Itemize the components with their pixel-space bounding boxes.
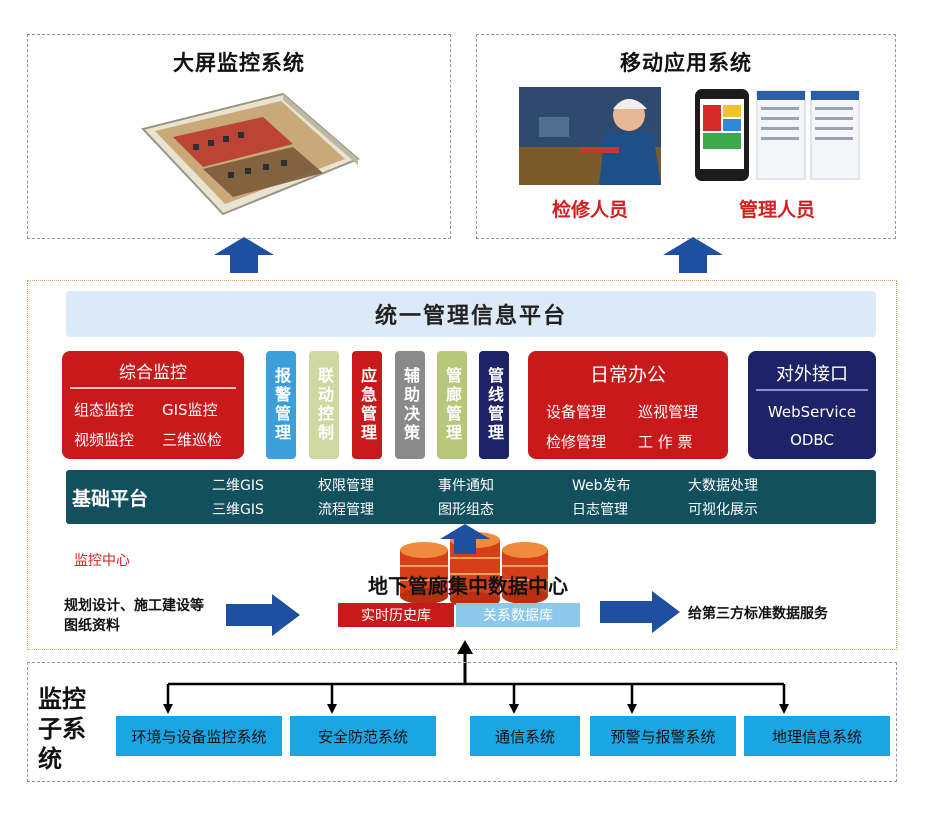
column-alarm-management: 报警管理 <box>266 351 296 459</box>
platform-title: 统一管理信息平台 <box>374 304 567 329</box>
subsystems-panel <box>27 662 897 782</box>
mobile-app-title: 移动应用系统 <box>620 51 752 75</box>
subsystem-security: 安全防范系统 <box>290 716 436 756</box>
external-interface-title: 对外接口 <box>776 364 848 385</box>
base-item-2d-gis: 二维GIS <box>212 478 264 494</box>
up-arrow-data-center <box>440 524 490 554</box>
maintenance-worker-photo <box>519 87 661 185</box>
monitoring-center-label: 监控中心 <box>74 553 130 569</box>
base-item-workflow: 流程管理 <box>318 502 374 518</box>
divider <box>756 389 868 391</box>
subsystem-geographic-info: 地理信息系统 <box>744 716 890 756</box>
third-party-data-service-label: 给第三方标准数据服务 <box>688 606 828 622</box>
monitor-item-config: 组态监控 <box>74 401 135 419</box>
caption-management-staff: 管理人员 <box>738 199 815 221</box>
big-screen-title: 大屏监控系统 <box>173 51 305 75</box>
subsystem-connector-lines <box>163 640 789 714</box>
subsystems-title: 监控子系统 <box>38 685 86 773</box>
data-center-title: 地下管廊集中数据中心 <box>368 574 568 598</box>
big-screen-panel: 大屏监控系统 <box>27 34 451 239</box>
realtime-history-db-tag: 实时历史库 <box>338 603 454 627</box>
external-interface-box: 对外接口 WebService ODBC <box>748 351 876 459</box>
base-item-web-publish: Web发布 <box>572 478 631 494</box>
base-item-big-data: 大数据处理 <box>688 478 758 494</box>
interface-item-odbc: ODBC <box>790 431 834 449</box>
up-arrow-left <box>214 237 274 273</box>
base-item-log-management: 日志管理 <box>572 502 628 518</box>
monitor-item-3d: 三维巡检 <box>162 431 223 449</box>
right-arrow-output <box>600 591 680 633</box>
subsystem-environment-equipment: 环境与设备监控系统 <box>116 716 282 756</box>
interface-item-webservice: WebService <box>767 403 857 421</box>
monitor-item-video: 视频监控 <box>74 431 135 449</box>
base-platform-bar: 基础平台 二维GIS 三维GIS 权限管理 流程管理 事件通知 图形组态 Web… <box>66 470 876 524</box>
control-room-illustration <box>141 92 360 216</box>
platform-title-banner: 统一管理信息平台 <box>66 291 876 337</box>
office-item-patrol: 巡视管理 <box>638 403 699 421</box>
subsystem-warning-alarm: 预警与报警系统 <box>590 716 736 756</box>
up-arrow-right <box>663 237 723 273</box>
base-platform-title: 基础平台 <box>72 488 149 510</box>
base-item-visualization: 可视化展示 <box>688 502 758 518</box>
right-arrow-input <box>226 594 300 636</box>
office-item-equipment: 设备管理 <box>546 403 607 421</box>
mobile-app-panel: 移动应用系统 检修人员 管理人员 <box>476 34 896 239</box>
column-linkage-control: 联动控制 <box>309 351 339 459</box>
base-item-3d-gis: 三维GIS <box>212 502 264 518</box>
divider <box>70 387 236 389</box>
monitor-item-gis: GIS监控 <box>162 401 218 419</box>
relational-db-tag: 关系数据库 <box>456 603 580 627</box>
mobile-phone-screens <box>695 89 860 181</box>
daily-office-title: 日常办公 <box>589 364 666 386</box>
subsystem-communication: 通信系统 <box>470 716 580 756</box>
column-pipeline-management: 管线管理 <box>479 351 509 459</box>
design-drawings-input-label: 规划设计、施工建设等 图纸资料 <box>64 598 204 634</box>
base-item-event-notify: 事件通知 <box>438 478 494 494</box>
integrated-monitoring-title: 综合监控 <box>119 363 187 383</box>
daily-office-box: 日常办公 设备管理 巡视管理 检修管理 工 作 票 <box>528 351 728 459</box>
base-item-graphic-config: 图形组态 <box>438 502 494 518</box>
office-item-work-ticket: 工 作 票 <box>638 433 693 451</box>
column-corridor-management: 管廊管理 <box>437 351 467 459</box>
office-item-repair: 检修管理 <box>546 433 607 451</box>
integrated-monitoring-box: 综合监控 组态监控 GIS监控 视频监控 三维巡检 <box>62 351 244 459</box>
column-emergency-management: 应急管理 <box>352 351 382 459</box>
column-decision-support: 辅助决策 <box>395 351 425 459</box>
caption-maintenance-staff: 检修人员 <box>551 199 628 221</box>
base-item-permission: 权限管理 <box>318 478 374 494</box>
